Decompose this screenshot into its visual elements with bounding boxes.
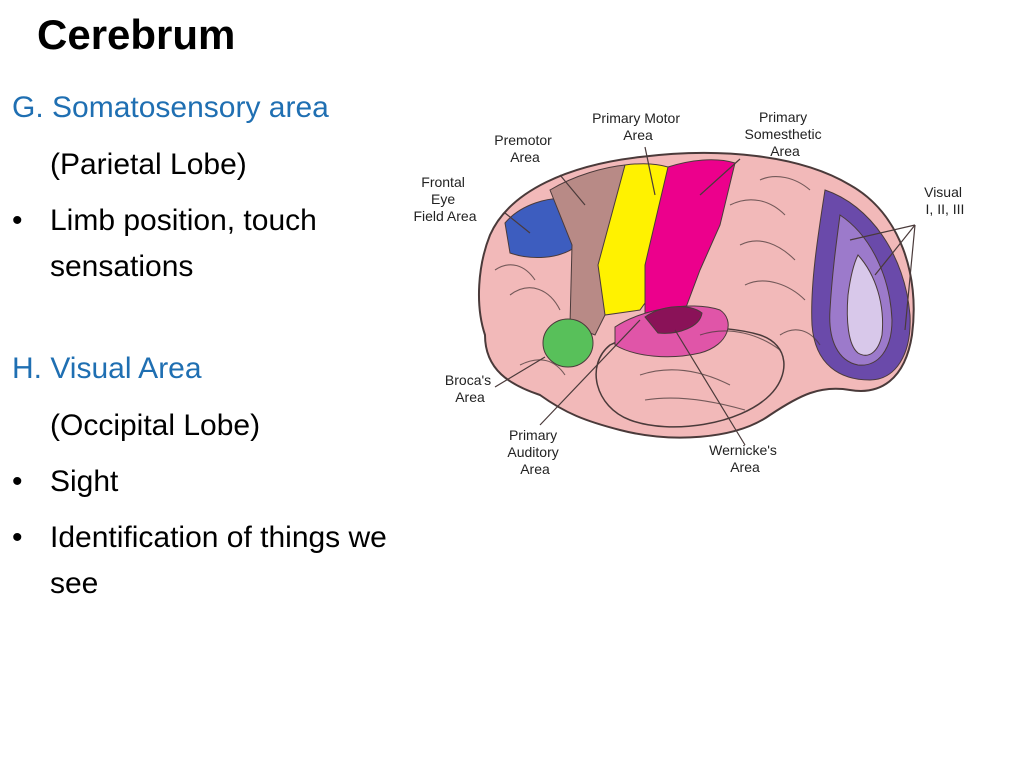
bullet-text: Limb position, touch sensations xyxy=(50,204,317,283)
label-line: I, II, III xyxy=(926,201,965,217)
label-frontal-eye: Frontal Eye Field Area xyxy=(413,174,476,224)
bullet-item: • Sight xyxy=(12,459,422,505)
section-sub-occipital: (Occipital Lobe) xyxy=(50,409,261,442)
label-primary-somesthetic: Primary Somesthetic Area xyxy=(745,109,826,159)
wernicke-region xyxy=(644,306,703,334)
label-primary-auditory: Primary Auditory Area xyxy=(507,427,562,477)
bullet-item: • Identification of things we see xyxy=(12,515,422,607)
bullet-dot: • xyxy=(12,465,23,498)
label-line: Area xyxy=(623,127,653,143)
slide-title: Cerebrum xyxy=(37,11,236,58)
bullet-dot: • xyxy=(12,521,23,554)
label-brocas: Broca's Area xyxy=(445,372,495,405)
label-line: Primary xyxy=(759,109,807,125)
label-line: Area xyxy=(730,459,760,475)
label-line: Field Area xyxy=(413,208,476,224)
label-line: Wernicke's xyxy=(709,442,777,458)
slide-text: G. Somatosensory area (Parietal Lobe) • … xyxy=(12,85,422,607)
label-line: Primary Motor xyxy=(592,110,680,126)
visual-region-3 xyxy=(846,254,884,356)
label-line: Visual xyxy=(924,184,962,200)
label-line: Area xyxy=(770,143,800,159)
bullet-item: • Limb position, touch sensations xyxy=(12,198,422,290)
section-heading-somatosensory: G. Somatosensory area xyxy=(12,91,329,124)
label-line: Broca's xyxy=(445,372,491,388)
label-line: Premotor xyxy=(494,132,552,148)
label-line: Eye xyxy=(431,191,455,207)
section-sub-parietal: (Parietal Lobe) xyxy=(50,148,247,181)
bullet-text: Identification of things we see xyxy=(50,521,387,600)
broca-region xyxy=(542,318,594,368)
label-wernickes: Wernicke's Area xyxy=(709,442,781,475)
label-premotor: Premotor Area xyxy=(494,132,555,165)
brain-diagram: Premotor Area Primary Motor Area Primary… xyxy=(413,109,966,477)
bullet-dot: • xyxy=(12,204,23,237)
label-line: Auditory xyxy=(507,444,558,460)
label-line: Primary xyxy=(509,427,557,443)
gyri-lines xyxy=(494,176,821,411)
section-heading-visual: H. Visual Area xyxy=(12,352,202,385)
label-line: Area xyxy=(510,149,540,165)
bullet-text: Sight xyxy=(50,465,119,498)
label-visual: Visual I, II, III xyxy=(924,184,966,217)
label-line: Area xyxy=(455,389,485,405)
label-line: Somesthetic xyxy=(745,126,822,142)
leader-lines xyxy=(494,146,916,446)
label-line: Frontal xyxy=(421,174,465,190)
label-line: Area xyxy=(520,461,550,477)
label-primary-motor: Primary Motor Area xyxy=(592,110,684,143)
